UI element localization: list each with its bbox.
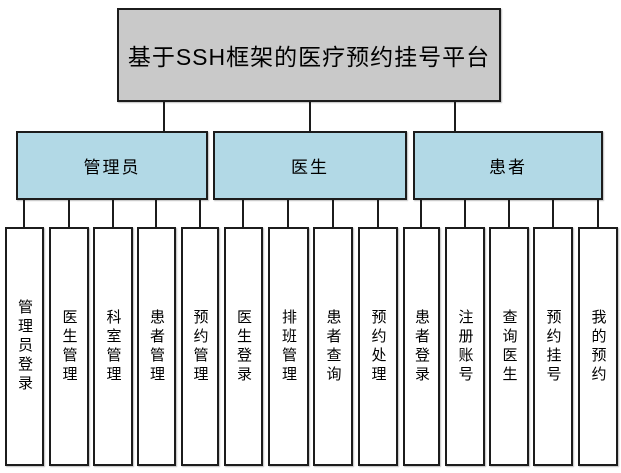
connector-line — [242, 200, 244, 227]
leaf-node: 管理员登录 — [5, 227, 44, 466]
leaf-node: 预约处理 — [358, 227, 398, 466]
leaf-node: 医生登录 — [224, 227, 263, 466]
leaf-node: 我的预约 — [578, 227, 618, 466]
leaf-node-label: 预约处理 — [369, 308, 387, 385]
group-node-label: 医生 — [291, 158, 329, 177]
connector-line — [464, 200, 466, 227]
connector-line — [112, 200, 114, 227]
leaf-node-label: 患者管理 — [148, 308, 165, 385]
leaf-node: 患者查询 — [313, 227, 353, 466]
leaf-node: 科室管理 — [93, 227, 133, 466]
connector-line — [23, 200, 25, 227]
leaf-node: 预约挂号 — [533, 227, 573, 466]
connector-line — [552, 200, 554, 227]
leaf-node-label: 预约挂号 — [544, 308, 562, 385]
leaf-node-label: 管理员登录 — [16, 299, 33, 394]
root-node-label: 基于SSH框架的医疗预约挂号平台 — [127, 44, 491, 70]
connector-line — [454, 102, 456, 131]
connector-line — [309, 102, 311, 131]
connector-line — [287, 200, 289, 227]
leaf-node: 医生管理 — [49, 227, 89, 466]
group-node-patient: 患者 — [413, 131, 603, 200]
group-node-doctor: 医生 — [213, 131, 407, 200]
group-node-admin: 管理员 — [16, 131, 208, 200]
leaf-node-label: 医生管理 — [60, 308, 78, 385]
connector-line — [508, 200, 510, 227]
leaf-node-label: 我的预约 — [589, 308, 607, 385]
leaf-node: 查询医生 — [489, 227, 529, 466]
leaf-node-label: 注册账号 — [456, 308, 474, 385]
connector-line — [377, 200, 379, 227]
leaf-node-label: 患者查询 — [324, 308, 342, 385]
group-node-label: 患者 — [489, 158, 527, 177]
leaf-node: 患者管理 — [137, 227, 176, 466]
leaf-node: 排班管理 — [268, 227, 309, 466]
connector-line — [163, 102, 165, 131]
leaf-node: 患者登录 — [403, 227, 440, 466]
leaf-node-label: 排班管理 — [280, 308, 297, 385]
connector-line — [597, 200, 599, 227]
root-node: 基于SSH框架的医疗预约挂号平台 — [117, 8, 501, 102]
connector-line — [155, 200, 157, 227]
leaf-node: 注册账号 — [445, 227, 485, 466]
leaf-node-label: 科室管理 — [104, 308, 122, 385]
leaf-node-label: 预约管理 — [191, 308, 209, 385]
connector-line — [420, 200, 422, 227]
leaf-node-label: 查询医生 — [500, 308, 518, 385]
leaf-node-label: 患者登录 — [413, 308, 430, 385]
leaf-node-label: 医生登录 — [235, 308, 252, 385]
connector-line — [68, 200, 70, 227]
connector-line — [332, 200, 334, 227]
leaf-node: 预约管理 — [181, 227, 219, 466]
connector-line — [199, 200, 201, 227]
group-node-label: 管理员 — [83, 158, 141, 177]
